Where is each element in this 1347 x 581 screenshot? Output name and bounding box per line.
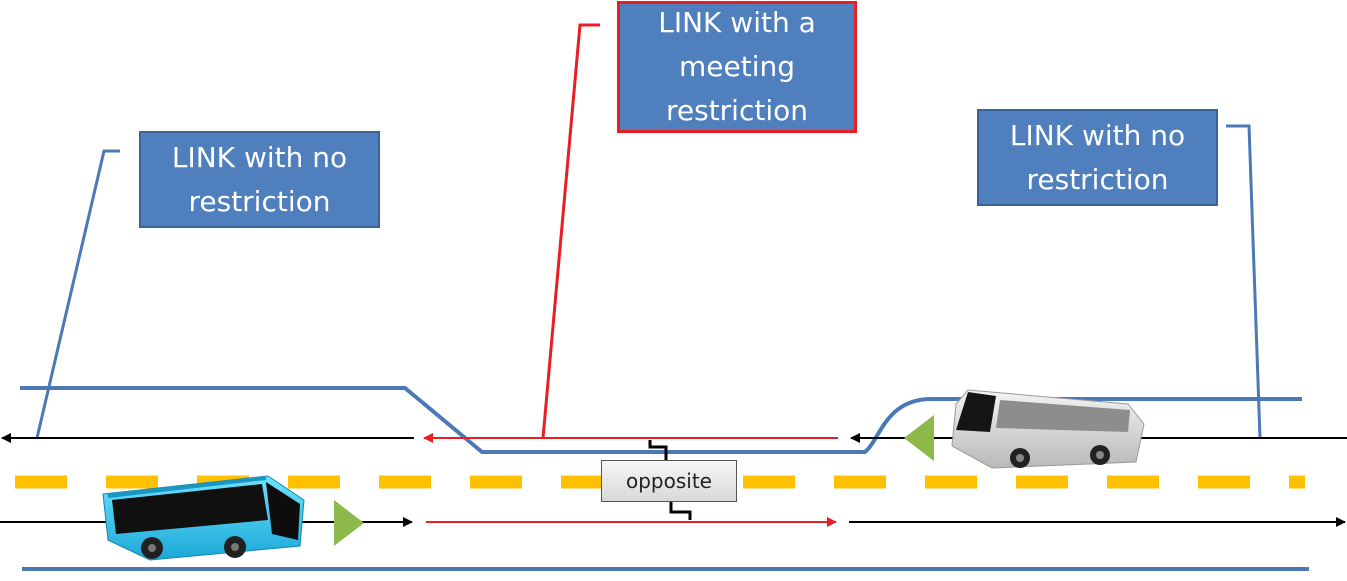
opposite-connector-bottom: [669, 502, 692, 520]
label-link-no-restriction-left: LINK with no restriction: [139, 131, 380, 228]
direction-marker-west: [904, 415, 934, 461]
bus-icon: [951, 389, 1145, 469]
opposite-relation-label: opposite: [601, 460, 737, 502]
opposite-connector-top: [648, 440, 668, 460]
direction-marker-east: [334, 500, 364, 546]
leader-line-left: [35, 149, 120, 439]
leader-line-right: [1226, 124, 1262, 439]
label-link-no-restriction-right: LINK with no restriction: [977, 109, 1218, 206]
road-edge-top: [20, 386, 1302, 454]
leader-line-center: [541, 23, 600, 439]
label-link-meeting-restriction: LINK with a meeting restriction: [617, 1, 857, 133]
bus-icon: [102, 475, 305, 561]
